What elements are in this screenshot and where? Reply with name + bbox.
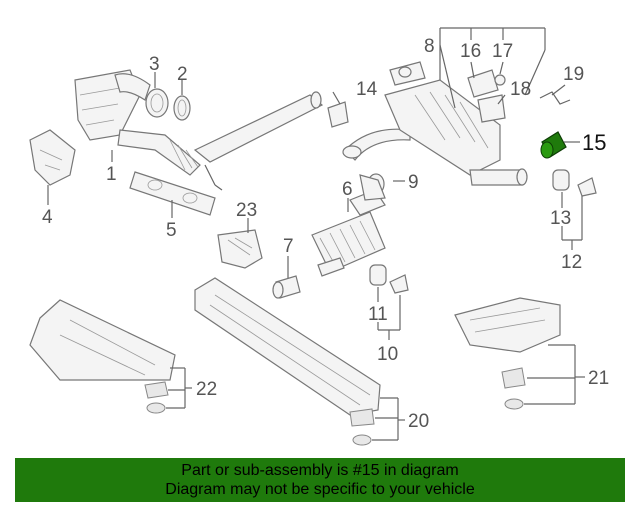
callout-12: 12 <box>561 252 582 273</box>
callout-1: 1 <box>106 164 117 185</box>
banner-line-1: Part or sub-assembly is #15 in diagram <box>181 462 459 479</box>
gasket-5 <box>129 171 216 216</box>
callout-14: 14 <box>356 79 378 100</box>
hanger-13 <box>552 169 570 191</box>
callout-23: 23 <box>236 200 257 221</box>
heat-shield-20 <box>194 277 381 416</box>
callout-22: 22 <box>196 379 217 400</box>
callout-4: 4 <box>42 207 53 228</box>
callout-21: 21 <box>588 368 609 389</box>
tailpipe-tip-15 <box>540 131 567 159</box>
exhaust-parts-diagram: 1 2 3 4 5 6 7 8 9 10 11 12 13 14 15 16 1… <box>29 27 609 446</box>
callout-5: 5 <box>166 220 177 241</box>
callout-6: 6 <box>342 179 353 200</box>
heat-shield-22 <box>29 299 176 381</box>
clamp-3 <box>145 88 169 118</box>
callout-3: 3 <box>149 54 160 75</box>
gasket-2 <box>173 95 191 121</box>
callout-11: 11 <box>368 304 388 325</box>
heat-shield-23 <box>217 229 263 269</box>
rear-muffler <box>384 61 528 186</box>
info-banner: Part or sub-assembly is #15 in diagram D… <box>15 458 625 502</box>
callout-9: 9 <box>408 172 419 193</box>
catalytic-converter <box>74 69 201 176</box>
banner-line-2: Diagram may not be specific to your vehi… <box>165 481 475 498</box>
sensor-19 <box>539 91 571 105</box>
callout-13: 13 <box>550 208 571 229</box>
pipe-9 <box>359 174 386 201</box>
callout-10: 10 <box>377 344 398 365</box>
callout-18: 18 <box>510 79 531 100</box>
callout-15: 15 <box>582 130 606 155</box>
callout-20: 20 <box>408 411 429 432</box>
callout-16: 16 <box>460 41 481 62</box>
callout-2: 2 <box>177 64 188 85</box>
bracket-14 <box>327 101 349 128</box>
bracket-4 <box>29 129 76 186</box>
callout-8: 8 <box>424 36 435 57</box>
nut-17 <box>494 74 506 86</box>
callout-17: 17 <box>492 41 513 62</box>
callout-19: 19 <box>563 64 584 85</box>
hanger-11 <box>369 264 387 286</box>
front-pipe <box>193 94 324 163</box>
heat-shield-21 <box>454 297 561 353</box>
bracket-16 <box>467 69 499 98</box>
callout-7: 7 <box>283 236 294 257</box>
bracket-18 <box>477 94 506 123</box>
